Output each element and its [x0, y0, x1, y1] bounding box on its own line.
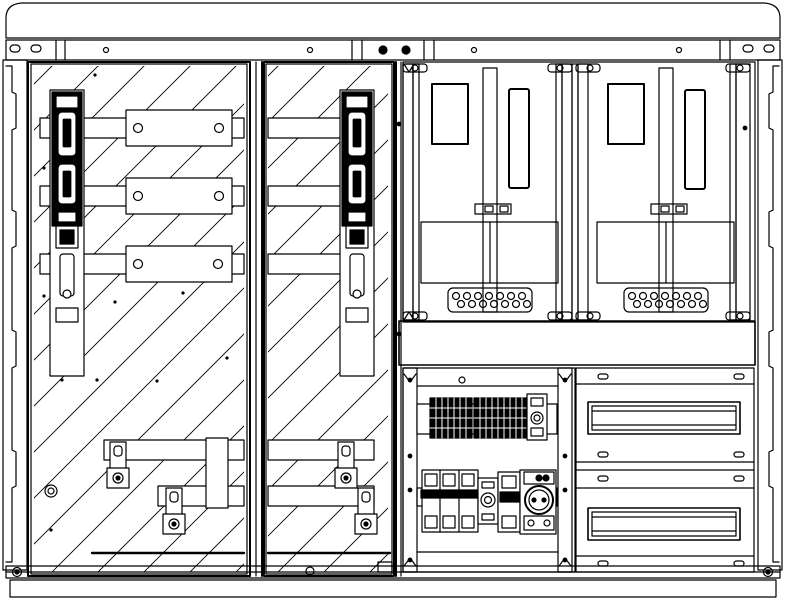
hatch-line: [0, 60, 422, 580]
meter-bay-2: [572, 64, 750, 320]
earth-terminal-1: [45, 485, 57, 497]
vertical-divider-right: [396, 62, 401, 576]
mounting-holes-1: [42, 73, 229, 532]
meter-slot-2: [685, 90, 705, 189]
meter-bay-1: [403, 64, 572, 320]
din-rail-1: [588, 402, 740, 434]
meter-window-2: [608, 84, 644, 144]
fuse-switch-1: [50, 90, 84, 376]
bottom-bolt-2: [306, 567, 314, 575]
cable-support-2: [268, 440, 377, 534]
cable-clamp-2b: [355, 488, 377, 534]
cabinet-roof: [6, 3, 780, 38]
cable-support-1: [104, 438, 244, 534]
terminal-strip: [417, 394, 557, 440]
meter-terminal-block-2: [624, 288, 708, 312]
left-side-wall: [3, 60, 27, 570]
hatch-line: [0, 60, 472, 580]
hatch-line: [0, 60, 518, 580]
terminal-end-stop: [527, 394, 547, 440]
hatch-line: [0, 60, 468, 580]
meter-terminal-block-1: [448, 288, 532, 312]
compartment-2: [0, 60, 786, 580]
top-rail: [6, 40, 780, 60]
hatch-line: [0, 60, 426, 580]
fuse-block: [417, 470, 557, 532]
cable-clamp-2a: [335, 442, 357, 488]
hatch-line: [0, 60, 376, 580]
hatch-line: [0, 60, 12, 580]
base-bolt-right: [764, 568, 773, 577]
meter-terminal-holes-1: [453, 293, 531, 308]
distribution-section: [403, 368, 754, 572]
meter-terminal-holes-2: [629, 293, 707, 308]
top-rail-holes: [10, 45, 774, 54]
hatch-line: [0, 60, 242, 580]
left-wall-profile: [6, 66, 16, 562]
right-wall-profile: [769, 66, 779, 562]
meter-base-panel: [399, 321, 755, 365]
meter-section: [403, 62, 755, 322]
compartment-1: [0, 60, 748, 580]
hatch-line: [0, 60, 380, 580]
hatch-line: [0, 60, 288, 580]
fuse-switch-2: [340, 90, 374, 376]
equipment-bay: [403, 368, 575, 572]
meter-slot-1: [509, 89, 529, 188]
busbars-1: [40, 110, 244, 282]
cable-clamp-1b: [163, 488, 185, 534]
din-rail-2: [588, 508, 740, 540]
cable-clamp-1a: [107, 442, 129, 488]
compartment-2-frame: [264, 62, 394, 576]
terminal-block-lines: [430, 398, 526, 438]
meter-window-1: [432, 84, 468, 144]
hatch-line: [44, 60, 564, 580]
socket-outlet: [498, 470, 556, 534]
right-side-wall: [758, 60, 782, 570]
vertical-divider-left: [250, 62, 262, 576]
blank-cover-panels: [576, 368, 754, 572]
hatch-line: [40, 60, 560, 580]
hatch-line: [0, 60, 196, 580]
plinth: [10, 580, 776, 597]
base-bolt-left: [13, 568, 22, 577]
